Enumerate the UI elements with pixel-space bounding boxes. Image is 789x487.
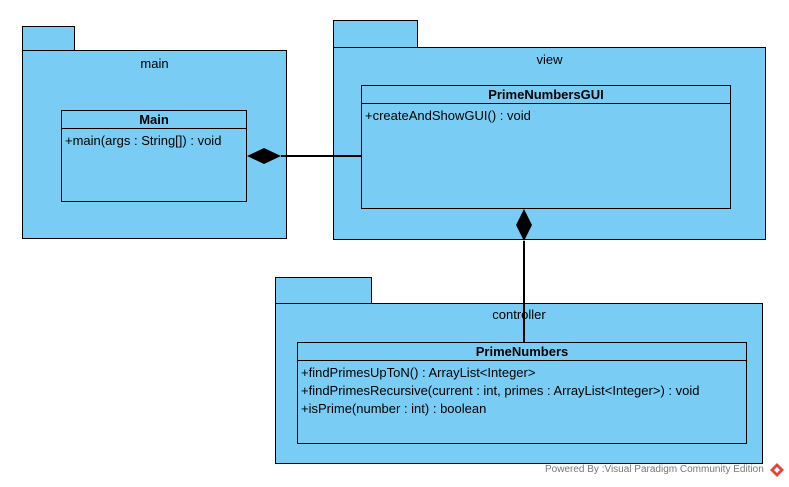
- class-primenumbersgui[interactable]: PrimeNumbersGUI +createAndShowGUI() : vo…: [361, 85, 731, 209]
- package-controller-label: controller: [492, 307, 546, 322]
- package-main-tab: [22, 26, 75, 51]
- class-main-operations: +main(args : String[]) : void: [62, 129, 246, 150]
- package-main-label: main: [140, 56, 169, 71]
- package-controller-tab: [275, 277, 372, 304]
- class-primenumbersgui-operations: +createAndShowGUI() : void: [362, 104, 730, 125]
- operation: +createAndShowGUI() : void: [365, 108, 531, 123]
- package-view-label: view: [536, 52, 563, 67]
- operation: +findPrimesUpToN() : ArrayList<Integer>: [301, 365, 536, 380]
- composition-diamond-gui: [516, 209, 532, 241]
- class-primenumbers-operations: +findPrimesUpToN() : ArrayList<Integer> …: [298, 361, 746, 418]
- composition-diamond-main: [247, 148, 281, 164]
- visual-paradigm-logo-icon: [770, 463, 784, 477]
- class-primenumbers[interactable]: PrimeNumbers +findPrimesUpToN() : ArrayL…: [297, 342, 747, 444]
- class-main[interactable]: Main +main(args : String[]) : void: [61, 110, 247, 202]
- operation: +main(args : String[]) : void: [65, 133, 222, 148]
- operation: +findPrimesRecursive(current : int, prim…: [301, 383, 700, 398]
- class-primenumbers-name: PrimeNumbers: [298, 343, 746, 361]
- operation: +isPrime(number : int) : boolean: [301, 401, 487, 416]
- package-view-tab: [333, 20, 418, 48]
- footer-text: Powered By :Visual Paradigm Community Ed…: [545, 464, 764, 475]
- class-main-name: Main: [62, 111, 246, 129]
- class-primenumbersgui-name: PrimeNumbersGUI: [362, 86, 730, 104]
